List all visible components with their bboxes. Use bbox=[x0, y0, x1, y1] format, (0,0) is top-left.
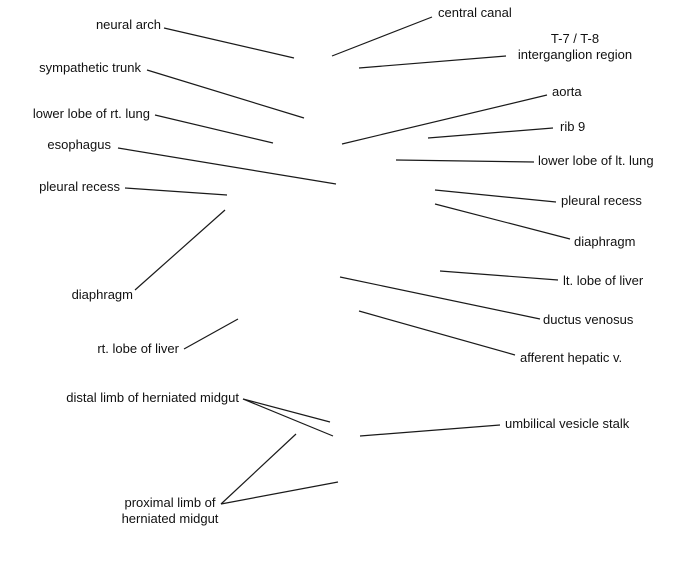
leader-t7-t8 bbox=[358, 55, 507, 69]
label-lower-lobe-lt-lung: lower lobe of lt. lung bbox=[538, 153, 654, 168]
label-neural-arch: neural arch bbox=[95, 17, 161, 32]
label-distal-limb: distal limb of herniated midgut bbox=[66, 390, 239, 405]
leader-diaphragm-right bbox=[434, 203, 571, 240]
leader-ductus-venosus bbox=[339, 276, 541, 320]
leader-proximal-limb-b bbox=[220, 481, 339, 505]
label-proximal-limb-line2: herniated midgut bbox=[121, 511, 219, 526]
label-lt-lobe-liver: lt. lobe of liver bbox=[563, 273, 644, 288]
label-central-canal: central canal bbox=[438, 5, 512, 20]
leader-proximal-limb-a bbox=[220, 433, 297, 505]
leader-rt-lobe-liver bbox=[183, 318, 239, 350]
leader-esophagus bbox=[117, 147, 337, 185]
label-pleural-recess-left: pleural recess bbox=[39, 179, 120, 194]
leader-afferent-hepatic-v bbox=[358, 310, 516, 356]
label-umbilical-vesicle-stalk: umbilical vesicle stalk bbox=[505, 416, 630, 431]
label-pleural-recess-right: pleural recess bbox=[561, 193, 642, 208]
leader-umbilical-vesicle-stalk bbox=[359, 424, 501, 437]
label-t7-t8-region: T-7 / T-8 interganglion region bbox=[500, 31, 650, 63]
label-proximal-limb: proximal limb of herniated midgut bbox=[105, 495, 235, 527]
leader-distal-limb-b bbox=[242, 398, 334, 437]
label-lower-lobe-rt-lung: lower lobe of rt. lung bbox=[32, 106, 150, 121]
leader-sympathetic-trunk bbox=[146, 69, 305, 119]
leader-lower-lobe-rt-lung bbox=[154, 114, 274, 144]
label-t7-t8-line2: interganglion region bbox=[517, 47, 633, 62]
leader-neural-arch bbox=[163, 27, 295, 59]
leader-central-canal bbox=[331, 16, 433, 57]
label-esophagus: esophagus bbox=[47, 137, 111, 152]
label-rt-lobe-liver: rt. lobe of liver bbox=[97, 341, 179, 356]
label-rib9: rib 9 bbox=[560, 119, 586, 134]
label-diaphragm-left: diaphragm bbox=[71, 287, 133, 302]
leader-pleural-recess-right bbox=[434, 189, 557, 203]
label-diaphragm-right: diaphragm bbox=[574, 234, 636, 249]
leader-rib9 bbox=[427, 127, 554, 139]
leader-pleural-recess-left bbox=[124, 187, 228, 196]
label-t7-t8-line1: T-7 / T-8 bbox=[550, 31, 600, 46]
label-afferent-hepatic-v: afferent hepatic v. bbox=[520, 350, 623, 365]
leader-aorta bbox=[341, 94, 548, 145]
leader-lower-lobe-lt-lung bbox=[395, 159, 535, 163]
label-sympathetic-trunk: sympathetic trunk bbox=[39, 60, 141, 75]
label-proximal-limb-line1: proximal limb of bbox=[124, 495, 216, 510]
label-aorta: aorta bbox=[552, 84, 582, 99]
label-ductus-venosus: ductus venosus bbox=[543, 312, 634, 327]
leader-diaphragm-left bbox=[134, 209, 226, 291]
leader-lt-lobe-liver bbox=[439, 270, 559, 281]
leader-distal-limb-a bbox=[242, 398, 331, 423]
